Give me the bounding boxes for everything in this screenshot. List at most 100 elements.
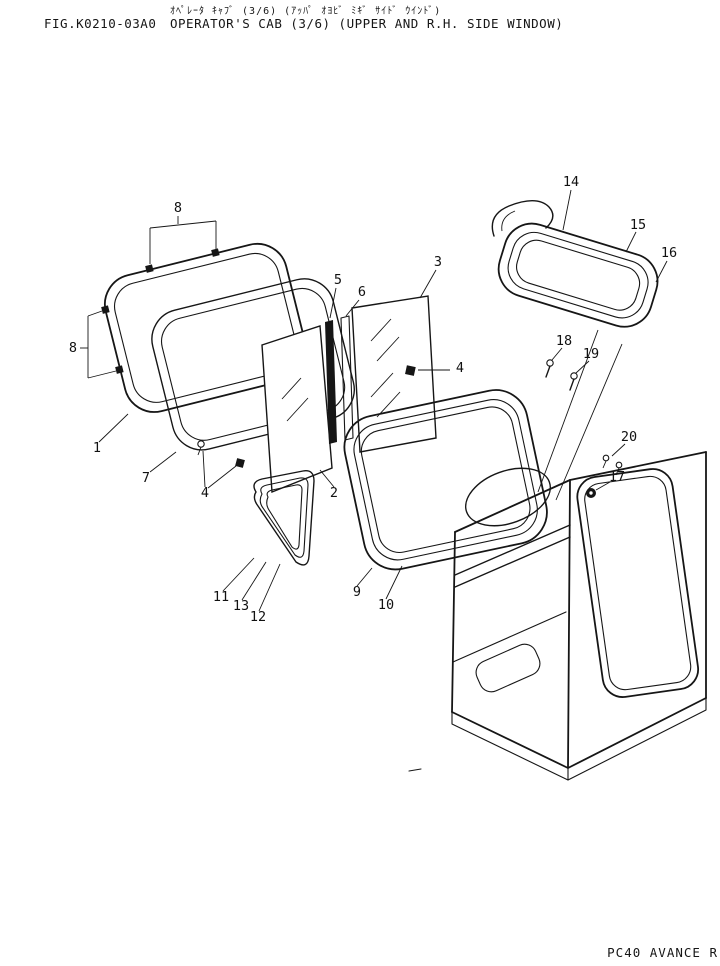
cab-front-lower-bar (452, 611, 567, 663)
bolt-18-head (546, 359, 554, 367)
cab-frame (408, 451, 707, 781)
part-3-glass-pane (351, 295, 437, 453)
callout-12: 12 (250, 609, 266, 625)
callout-17: 17 (609, 469, 625, 485)
cab-front-cross-bar (454, 536, 571, 588)
cab-roof-opening (465, 467, 551, 527)
model-code: PC40 AVANCE R (607, 945, 718, 960)
glass-hatch (376, 336, 400, 362)
cab-front-bottom-edge (451, 711, 569, 769)
cab-front-cross-bar (454, 524, 571, 576)
part-1-inner-line (114, 252, 298, 403)
bolt-18-shank (545, 365, 551, 378)
glass-clip (235, 458, 245, 468)
corner-window-channel (253, 470, 315, 566)
part-13-outline (259, 477, 309, 558)
callout-16: 16 (661, 245, 677, 261)
part-14-shade-roll (491, 200, 554, 237)
leader-line (98, 413, 129, 443)
bracket-line (149, 220, 217, 229)
leader-line (419, 269, 437, 299)
callout-7: 7 (142, 470, 150, 486)
figure-title-english: OPERATOR'S CAB (3/6) (UPPER AND R.H. SID… (170, 16, 564, 31)
install-reference-line (555, 343, 623, 501)
screw-20 (602, 454, 610, 462)
part-2-outline (261, 325, 333, 494)
glass-clip (405, 365, 416, 376)
part-10-frame-inner (360, 406, 531, 554)
cab-right-top-edge (569, 451, 707, 481)
cab-side-window-opening-outer (576, 468, 700, 698)
part-10-frame-outer (353, 399, 538, 561)
callout-20: 20 (621, 429, 637, 445)
clip-screw-shank (197, 446, 202, 456)
leader-line (258, 563, 281, 612)
callout-1: 1 (93, 440, 101, 456)
part-14-shade-roll-line (501, 210, 516, 232)
leader-line (87, 370, 117, 379)
cab-front-opening (475, 643, 541, 693)
part-11-outline (253, 470, 315, 566)
cab-side-window-opening-inner (584, 475, 692, 691)
glass-clip (101, 305, 110, 314)
leader-line (551, 347, 563, 361)
callout-2: 2 (330, 485, 338, 501)
grommet-17-hole (589, 491, 593, 495)
glass-hatch (281, 377, 302, 400)
callout-15: 15 (630, 217, 646, 233)
tick-mark (408, 768, 422, 772)
callout-8-left: 8 (69, 340, 77, 356)
part-14-window-panel (516, 239, 641, 311)
callout-6: 6 (358, 284, 366, 300)
leader-line (149, 451, 177, 473)
bolt-19-shank (569, 378, 575, 391)
callout-10: 10 (378, 597, 394, 613)
cab-front-top-edge (454, 479, 571, 533)
leader-line (611, 443, 626, 457)
callout-5: 5 (334, 272, 342, 288)
glass-hatch (376, 391, 401, 418)
leader-line (595, 481, 611, 491)
part-9-seal (343, 389, 548, 571)
leader-line (562, 189, 572, 231)
part-16-seal (497, 222, 659, 328)
leader-line (625, 231, 637, 253)
part-3-outline (351, 295, 437, 453)
part-2-glass-pane (261, 325, 333, 494)
glass-hatch (286, 397, 309, 422)
install-reference-line (537, 329, 599, 493)
part-1-window-frame (104, 242, 308, 413)
glass-clip (145, 264, 154, 273)
callout-18: 18 (556, 333, 572, 349)
leader-line (222, 557, 255, 592)
figure-title-japanese: ｵﾍﾟﾚｰﾀ ｷｬﾌﾞ (3/6) (ｱｯﾊﾟ ｵﾖﾋﾞ ﾐｷﾞ ｻｲﾄﾞ ｳｲ… (170, 6, 442, 17)
cab-front-right-pillar (567, 479, 571, 769)
callout-3: 3 (434, 254, 442, 270)
part-12-outline (266, 484, 303, 550)
leader-line (241, 561, 267, 601)
callout-11: 11 (213, 589, 229, 605)
upper-window-assembly (491, 200, 659, 328)
leader-line (655, 260, 668, 283)
glass-hatch (370, 372, 394, 398)
leader-line (329, 287, 337, 319)
leader-line (356, 567, 373, 587)
figure-number: FIG.K0210-03A0 (44, 16, 157, 31)
callout-8-top: 8 (174, 200, 182, 216)
bolt-19-head (570, 372, 578, 380)
callout-19: 19 (583, 346, 599, 362)
leader-line (87, 310, 103, 317)
part-5-strip (325, 320, 337, 444)
leader-line (202, 450, 237, 489)
callout-4-right: 4 (456, 360, 464, 376)
glass-hatch (370, 318, 392, 342)
cab-right-bottom-edge (567, 697, 707, 769)
leader-line (345, 299, 360, 317)
cab-front-left-pillar (451, 531, 456, 713)
part-15-frame (507, 231, 649, 319)
leader-line (319, 469, 335, 488)
leader-line (385, 565, 403, 600)
screw-20-shank (602, 460, 607, 469)
